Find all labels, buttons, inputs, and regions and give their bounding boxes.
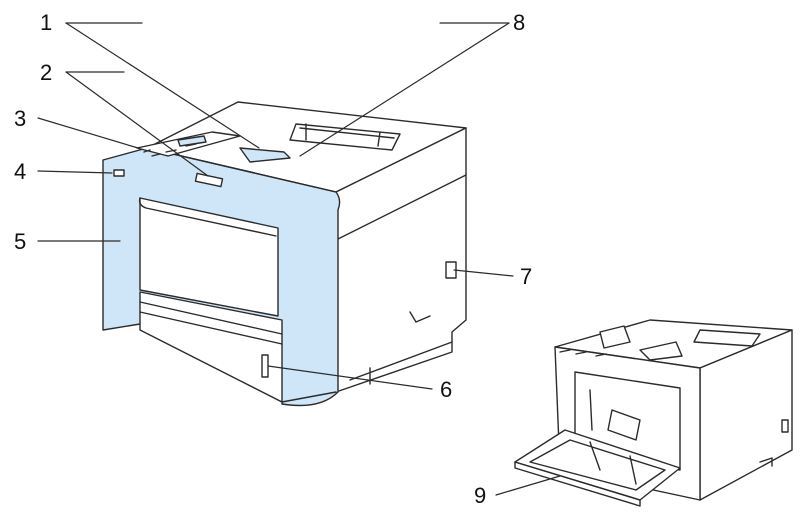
inset-mp-tray-front-edge (514, 461, 641, 507)
inset-control-display (599, 325, 631, 349)
paper-level-indicator (261, 354, 269, 378)
mp-tray-door-handle (138, 197, 277, 237)
leader-line-2 (65, 71, 209, 177)
leader-line-6 (267, 365, 433, 390)
callout-3: 3 (14, 106, 26, 131)
paper-tray-lines (139, 301, 283, 345)
leader-line-4 (37, 170, 113, 174)
inset-printer (514, 319, 793, 507)
callout-6: 6 (440, 377, 452, 402)
leader-line-3 (37, 117, 139, 149)
callout-8: 8 (513, 10, 525, 35)
inset-mp-tray-inner (529, 439, 666, 491)
callout-5: 5 (14, 229, 26, 254)
inset-foot (759, 457, 773, 467)
printer-bottom-feet (281, 391, 337, 403)
leader-lines (37, 22, 561, 496)
control-panel-display (177, 135, 207, 147)
inset-internal-details (589, 389, 641, 441)
control-panel-buttons (143, 143, 197, 157)
callout-9: 9 (474, 483, 486, 508)
callout-1: 1 (40, 10, 52, 35)
main-printer (102, 101, 467, 407)
inset-output-tray (639, 329, 761, 361)
inset-control-buttons (559, 349, 607, 357)
printer-right-side-detail (335, 174, 467, 385)
leader-line-9 (495, 475, 561, 496)
leader-line-8 (299, 22, 510, 157)
front-cover-release-button (194, 172, 224, 188)
callout-7: 7 (520, 264, 532, 289)
front-panel-seam (146, 147, 337, 193)
leader-line-1 (65, 22, 260, 149)
output-tray-rails (299, 123, 395, 147)
power-switch (113, 169, 125, 177)
mp-tray-door (139, 197, 279, 317)
leader-line-7 (453, 269, 514, 277)
inset-ac-connector (781, 419, 789, 433)
support-flap (239, 147, 291, 163)
callout-2: 2 (40, 60, 52, 85)
callout-4: 4 (14, 159, 26, 184)
